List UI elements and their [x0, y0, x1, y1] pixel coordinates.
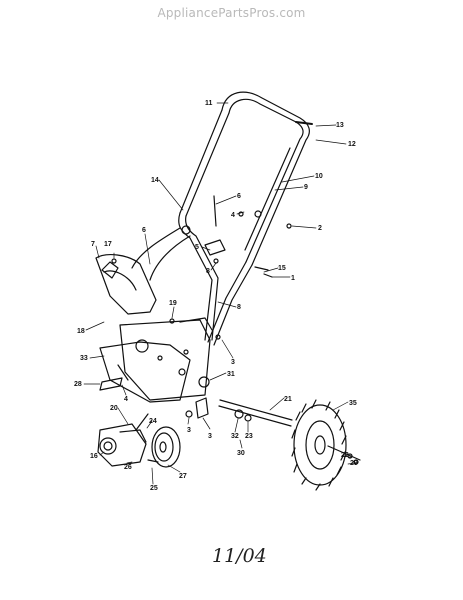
callout-11: 11 [205, 100, 213, 107]
callout-31: 31 [227, 371, 235, 378]
callout-12: 12 [348, 141, 356, 148]
leader-lines [83, 102, 357, 485]
drive-pulley [147, 426, 181, 468]
callout-6-upper: 6 [237, 193, 241, 200]
callout-2: 2 [318, 225, 322, 232]
callout-33: 33 [80, 355, 88, 362]
callout-35: 35 [349, 400, 357, 407]
callout-4-lower: 4 [124, 396, 128, 403]
frame-plates [99, 317, 213, 403]
callout-10: 10 [315, 173, 323, 180]
callout-9: 9 [304, 184, 308, 191]
callout-28: 28 [74, 381, 82, 388]
axle-hardware [185, 376, 252, 422]
wheel-fasteners [347, 453, 359, 465]
wheel [291, 399, 361, 491]
callout-4-upper: 4 [231, 212, 235, 219]
date-code: 11/04 [212, 545, 267, 567]
callout-29: 29 [350, 460, 358, 467]
belt-cover [95, 254, 157, 315]
callout-14: 14 [151, 177, 159, 184]
callout-21: 21 [284, 396, 292, 403]
callout-8-lower: 8 [237, 304, 241, 311]
callout-25: 25 [150, 485, 158, 492]
callout-32: 32 [231, 433, 239, 440]
callout-18: 18 [77, 328, 85, 335]
callout-3-frame: 3 [187, 427, 191, 434]
bracket-link [99, 364, 129, 391]
callout-3-axle: 3 [208, 433, 212, 440]
callout-13: 13 [336, 122, 344, 129]
callout-17: 17 [104, 241, 112, 248]
watermark: AppliancePartsPros.com [157, 6, 306, 20]
callout-15: 15 [278, 265, 286, 272]
callout-22: 22 [341, 452, 349, 459]
callout-16: 16 [90, 453, 98, 460]
callout-1: 1 [291, 275, 295, 282]
callout-6-lower: 6 [142, 227, 146, 234]
callout-26: 26 [124, 464, 132, 471]
callout-8-upper: 8 [206, 268, 210, 275]
upper-handle [179, 91, 313, 266]
transmission [97, 413, 149, 467]
callout-27: 27 [179, 473, 187, 480]
axle-shaft [218, 399, 293, 427]
callout-24: 24 [149, 418, 157, 425]
callout-30: 30 [237, 450, 245, 457]
callout-7: 7 [91, 241, 95, 248]
callout-5: 5 [195, 244, 199, 251]
control-cable [131, 195, 217, 281]
callout-23: 23 [245, 433, 253, 440]
callout-3-right: 3 [231, 359, 235, 366]
callout-20: 20 [110, 405, 118, 412]
callout-19: 19 [169, 300, 177, 307]
lower-handle [178, 210, 262, 346]
small-hardware [111, 211, 292, 340]
